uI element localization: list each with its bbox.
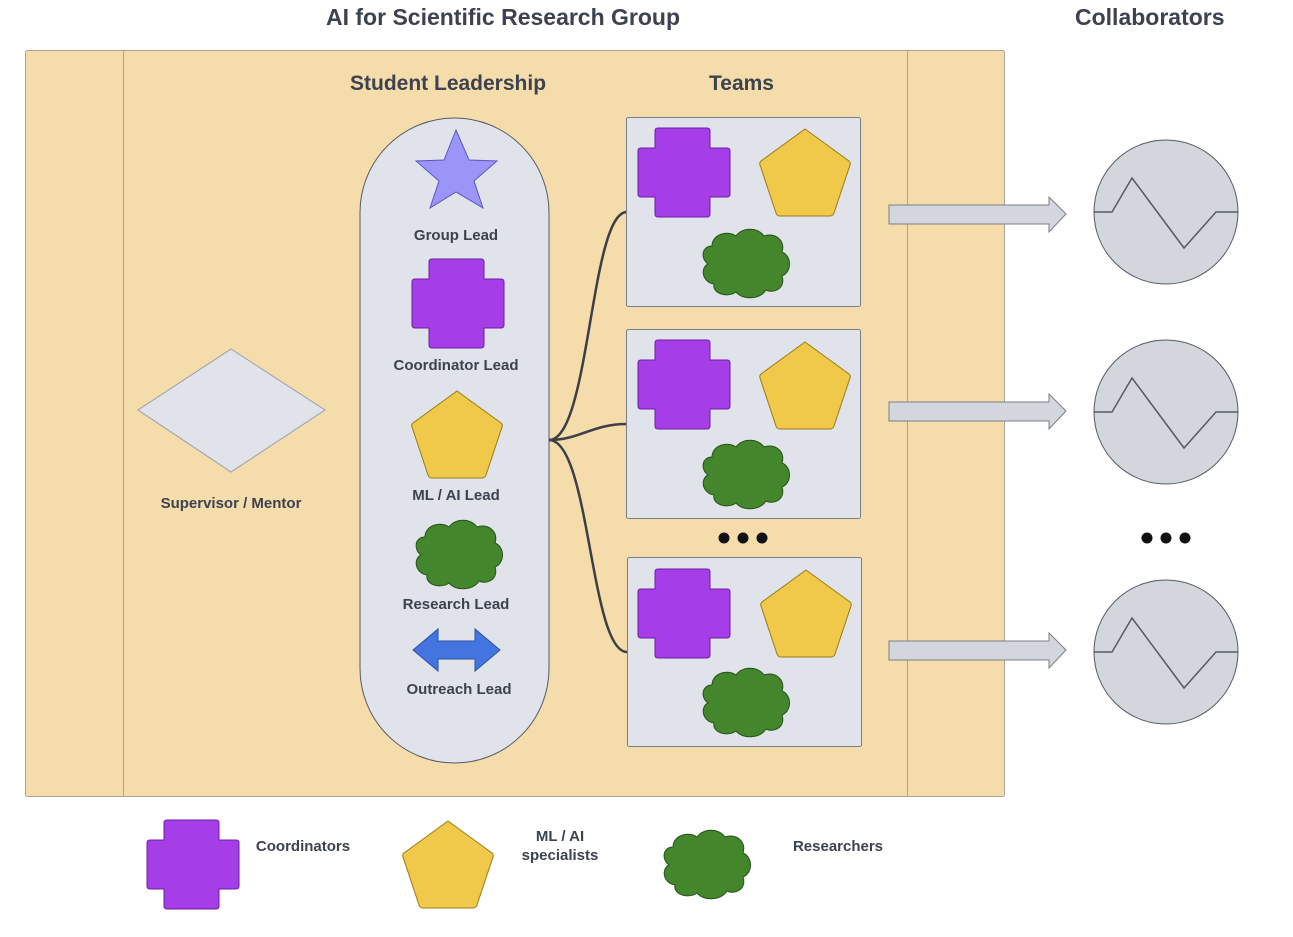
- connector-team-2: [548, 422, 628, 442]
- cloud-icon: [702, 667, 790, 738]
- collaborator-node: [1093, 139, 1239, 285]
- legend-label-researchers: Researchers: [792, 838, 884, 855]
- cloud-icon: [663, 829, 751, 900]
- more-teams-ellipsis: [718, 532, 768, 544]
- page-title: AI for Scientific Research Group: [326, 4, 681, 30]
- star-icon: [414, 128, 499, 210]
- legend-label-coordinators: Coordinators: [255, 838, 351, 855]
- diamond-icon: [137, 348, 326, 473]
- cloud-icon: [702, 439, 790, 510]
- double-arrow-icon: [412, 627, 501, 673]
- collaborator-node: [1093, 579, 1239, 725]
- role-label-research-lead: Research Lead: [402, 596, 510, 613]
- teams-heading: Teams: [709, 72, 774, 95]
- connector-team-3: [548, 438, 628, 654]
- role-label-outreach-lead: Outreach Lead: [406, 681, 512, 698]
- cloud-icon: [415, 519, 503, 590]
- connector-team-1: [548, 210, 628, 442]
- arrow-to-collaborator: [888, 195, 1067, 234]
- role-label-ml-ai-lead: ML / AI Lead: [412, 487, 500, 504]
- student-leadership-heading: Student Leadership: [350, 72, 547, 95]
- collaborators-title: Collaborators: [1075, 4, 1225, 30]
- supervisor-label: Supervisor / Mentor: [160, 495, 302, 512]
- role-label-group-lead: Group Lead: [413, 227, 499, 244]
- more-collaborators-ellipsis: [1141, 532, 1191, 544]
- legend-label-ml-ai-specialists: ML / AI specialists: [521, 828, 599, 864]
- arrow-to-collaborator: [888, 631, 1067, 670]
- cloud-icon: [702, 228, 790, 299]
- collaborator-node: [1093, 339, 1239, 485]
- pentagon-icon: [402, 820, 494, 909]
- cross-icon: [146, 819, 240, 910]
- arrow-to-collaborator: [888, 392, 1067, 431]
- role-label-coordinator-lead: Coordinator Lead: [393, 357, 519, 374]
